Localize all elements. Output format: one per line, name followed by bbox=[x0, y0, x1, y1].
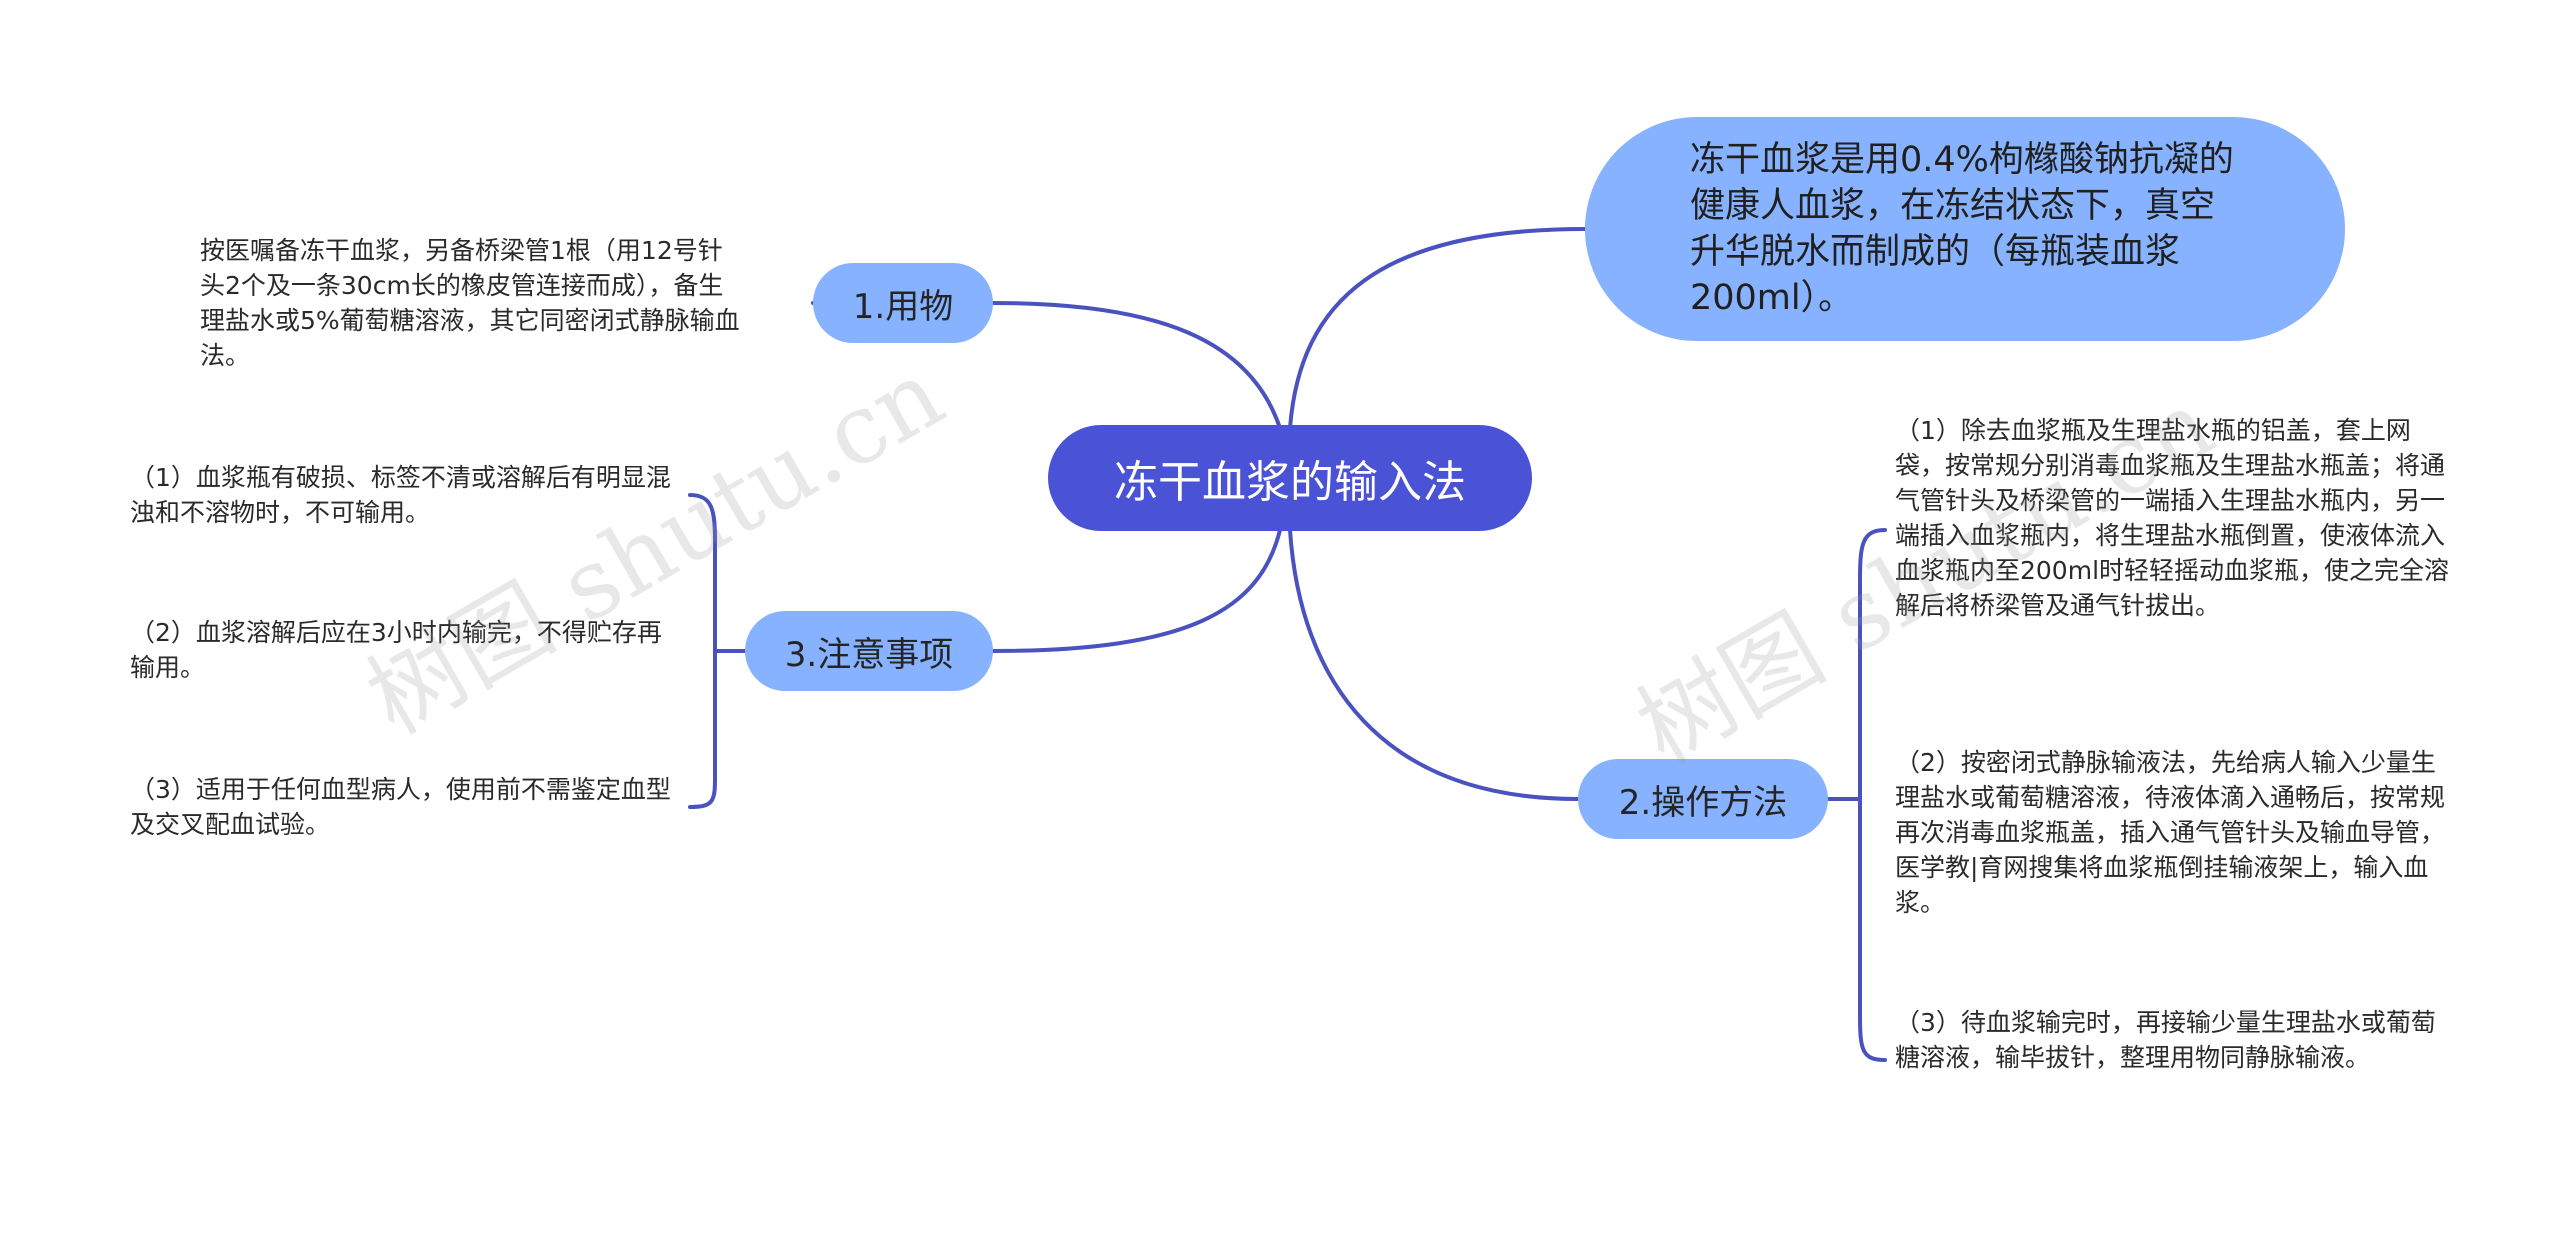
cautions-label: 3.注意事项 bbox=[784, 634, 954, 675]
link-root-procedure bbox=[1288, 528, 1580, 801]
procedure-leaf-3: （3）待血浆输完时，再接输少量生理盐水或葡萄糖溶液，输毕拔针，整理用物同静脉输液… bbox=[1895, 1005, 2450, 1075]
procedure-leaf-1: （1）除去血浆瓶及生理盐水瓶的铝盖，套上网袋，按常规分别消毒血浆瓶及生理盐水瓶盖… bbox=[1895, 413, 2450, 623]
procedure-leaf-1-text: （1）除去血浆瓶及生理盐水瓶的铝盖，套上网袋，按常规分别消毒血浆瓶及生理盐水瓶盖… bbox=[1895, 416, 2450, 620]
materials-label: 1.用物 bbox=[852, 286, 954, 327]
definition-text: 冻干血浆是用0.4%枸橼酸钠抗凝的健康人血浆，在冻结状态下，真空升华脱水而制成的… bbox=[1690, 140, 2234, 318]
procedure-leaf-2: （2）按密闭式静脉输液法，先给病人输入少量生理盐水或葡萄糖溶液，待液体滴入通畅后… bbox=[1895, 745, 2450, 920]
cautions-leaf-2-text: （2）血浆溶解后应在3小时内输完，不得贮存再输用。 bbox=[130, 618, 662, 682]
bracket-cautions bbox=[688, 493, 717, 809]
root-node[interactable]: 冻干血浆的输入法 bbox=[1048, 425, 1532, 531]
cautions-leaf-1: （1）血浆瓶有破损、标签不清或溶解后有明显混浊和不溶物时，不可输用。 bbox=[130, 460, 675, 530]
materials-node[interactable]: 1.用物 bbox=[813, 263, 993, 343]
cautions-leaf-1-text: （1）血浆瓶有破损、标签不清或溶解后有明显混浊和不溶物时，不可输用。 bbox=[130, 463, 671, 527]
procedure-leaf-2-text: （2）按密闭式静脉输液法，先给病人输入少量生理盐水或葡萄糖溶液，待液体滴入通畅后… bbox=[1895, 748, 2446, 917]
root-label: 冻干血浆的输入法 bbox=[1114, 457, 1466, 508]
cautions-node[interactable]: 3.注意事项 bbox=[745, 611, 993, 691]
definition-node[interactable]: 冻干血浆是用0.4%枸橼酸钠抗凝的健康人血浆，在冻结状态下，真空升华脱水而制成的… bbox=[1585, 117, 2345, 341]
cautions-leaf-3-text: （3）适用于任何血型病人，使用前不需鉴定血型及交叉配血试验。 bbox=[130, 775, 671, 839]
cautions-leaf-3: （3）适用于任何血型病人，使用前不需鉴定血型及交叉配血试验。 bbox=[130, 772, 675, 842]
bracket-procedure bbox=[1858, 528, 1887, 1062]
link-root-cautions bbox=[991, 528, 1282, 653]
link-root-materials bbox=[991, 301, 1282, 430]
cautions-leaf-2: （2）血浆溶解后应在3小时内输完，不得贮存再输用。 bbox=[130, 615, 675, 685]
link-root-definition bbox=[1288, 227, 1587, 430]
procedure-node[interactable]: 2.操作方法 bbox=[1578, 759, 1828, 839]
materials-leaf-text: 按医嘱备冻干血浆，另备桥梁管1根（用12号针头2个及一条30cm长的橡皮管连接而… bbox=[200, 236, 740, 370]
procedure-leaf-3-text: （3）待血浆输完时，再接输少量生理盐水或葡萄糖溶液，输毕拔针，整理用物同静脉输液… bbox=[1895, 1008, 2436, 1072]
procedure-label: 2.操作方法 bbox=[1618, 782, 1788, 823]
materials-leaf: 按医嘱备冻干血浆，另备桥梁管1根（用12号针头2个及一条30cm长的橡皮管连接而… bbox=[200, 233, 745, 373]
